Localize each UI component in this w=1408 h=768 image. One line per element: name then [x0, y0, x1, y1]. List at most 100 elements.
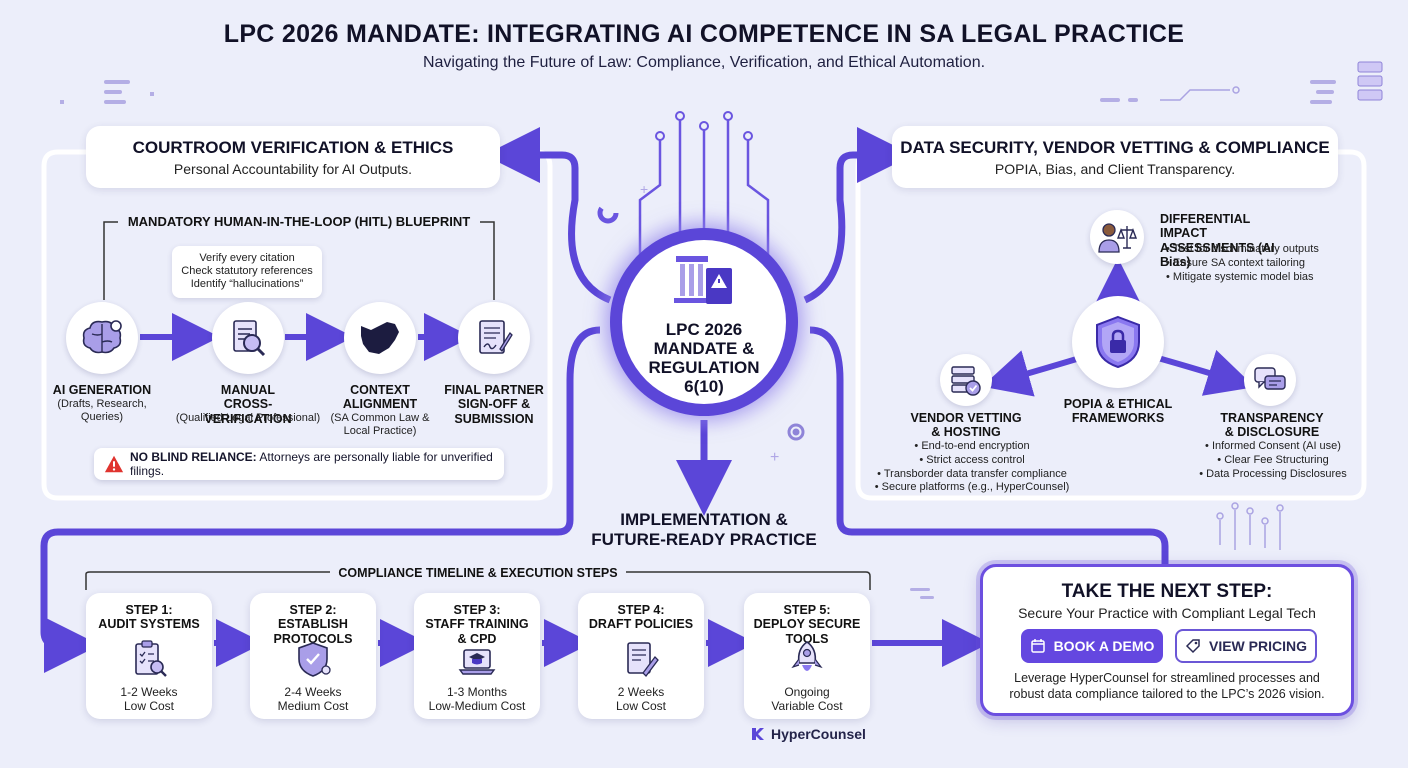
- transparency-bullets: • Informed Consent (AI use) • Clear Fee …: [1180, 440, 1366, 481]
- laptop-graduation-icon: [458, 649, 496, 675]
- impact-bullet: • Mitigate systemic model bias: [1166, 270, 1314, 283]
- brand-name: HyperCounsel: [771, 726, 866, 742]
- vendor-bullet: • Transborder data transfer compliance: [877, 467, 1067, 480]
- verification-callout: Verify every citation Check statutory re…: [172, 246, 322, 298]
- south-africa-map-icon: [344, 302, 416, 374]
- step-duration: Ongoing: [784, 685, 830, 699]
- step-duration: 2 Weeks: [617, 685, 665, 699]
- security-panel-title: DATA SECURITY, VENDOR VETTING & COMPLIAN…: [900, 138, 1330, 157]
- step-title: STEP 2: ESTABLISH PROTOCOLS: [273, 603, 353, 646]
- book-demo-button[interactable]: BOOK A DEMO: [1021, 629, 1163, 663]
- shield-lock-icon: [1072, 296, 1164, 388]
- impact-bullet: • Test for discriminatory outputs: [1166, 243, 1319, 255]
- stage-title: MANUAL CROSS-VERIFICATION: [204, 383, 292, 426]
- step-title: STEP 3: STAFF TRAINING & CPD: [425, 603, 529, 646]
- impact-bullet: • Ensure SA context tailoring: [1166, 256, 1305, 269]
- step-duration: 2-4 Weeks: [284, 685, 342, 699]
- callout-line: Verify every citation: [199, 252, 295, 264]
- chat-bubbles-icon: [1244, 354, 1296, 406]
- warning-text: Attorneys are personally liable for unve…: [130, 450, 493, 478]
- cta-body: Leverage HyperCounsel for streamlined pr…: [1009, 671, 1325, 701]
- warning-icon: [104, 455, 124, 473]
- popia-hub-label: POPIA & ETHICAL FRAMEWORKS: [1063, 397, 1173, 426]
- rocket-icon: [791, 641, 823, 671]
- step-duration: 1-3 Months: [446, 685, 508, 699]
- vendor-bullet: • Strict access control: [919, 453, 1025, 466]
- center-hub: LPC 2026 MANDATE & REGULATION 6(10): [622, 240, 786, 404]
- vendor-vetting-title: VENDOR VETTING & HOSTING: [910, 411, 1022, 440]
- document-magnifier-icon: [212, 302, 284, 374]
- vendor-bullets: • End-to-end encryption • Strict access …: [872, 440, 1072, 495]
- step-duration: 1-2 Weeks: [120, 685, 178, 699]
- step-title: STEP 4: DRAFT POLICIES: [588, 603, 694, 632]
- svg-text:+: +: [770, 449, 779, 466]
- page-subtitle: Navigating the Future of Law: Compliance…: [422, 54, 986, 71]
- timeline-label: COMPLIANCE TIMELINE & EXECUTION STEPS: [86, 564, 870, 582]
- server-check-icon: [940, 354, 992, 406]
- impact-title: DIFFERENTIAL IMPACT ASSESSMENTS (AI Bias…: [1160, 212, 1275, 270]
- no-blind-reliance-warning: NO BLIND RELIANCE: Attorneys are persona…: [94, 448, 504, 480]
- clipboard-check-icon: [135, 640, 167, 677]
- step-cost: Low Cost: [123, 699, 175, 714]
- stage-detail: (Qualified Legal Professional): [175, 412, 321, 424]
- stage-title: FINAL PARTNER SIGN-OFF & SUBMISSION: [444, 383, 544, 426]
- view-pricing-label: VIEW PRICING: [1208, 638, 1307, 654]
- step-title: STEP 1: AUDIT SYSTEMS: [98, 603, 200, 632]
- vendor-bullet: • Secure platforms (e.g., HyperCounsel): [874, 481, 1070, 494]
- step-cost: Low-Medium Cost: [428, 699, 526, 714]
- stage-detail: (SA Common Law & Local Practice): [330, 412, 430, 438]
- scales-person-icon: [1090, 210, 1144, 264]
- verification-panel-header: COURTROOM VERIFICATION & ETHICS Personal…: [86, 126, 500, 188]
- transparency-bullet: • Informed Consent (AI use): [1205, 440, 1341, 452]
- transparency-bullet: • Data Processing Disclosures: [1199, 467, 1347, 480]
- brain-gear-icon: [66, 302, 138, 374]
- callout-line: Check statutory references: [181, 265, 313, 278]
- calendar-icon: [1030, 639, 1045, 653]
- hitl-blueprint-label: MANDATORY HUMAN-IN-THE-LOOP (HITL) BLUEP…: [118, 213, 480, 231]
- document-pen-icon: [627, 642, 659, 677]
- signed-document-icon: [458, 302, 530, 374]
- verification-panel-title: COURTROOM VERIFICATION & ETHICS: [132, 138, 454, 157]
- vendor-bullet: • End-to-end encryption: [914, 440, 1030, 452]
- cta-subtitle: Secure Your Practice with Compliant Lega…: [1018, 605, 1316, 621]
- stage-title: AI GENERATION: [52, 383, 152, 397]
- impact-bullets: • Test for discriminatory outputs • Ensu…: [1166, 243, 1366, 284]
- step-cost: Medium Cost: [277, 699, 349, 714]
- view-pricing-button[interactable]: VIEW PRICING: [1175, 629, 1317, 663]
- security-panel-subtitle: POPIA, Bias, and Client Transparency.: [994, 161, 1236, 177]
- cta-title: TAKE THE NEXT STEP:: [1061, 581, 1273, 602]
- callout-line: Identify “hallucinations”: [190, 278, 304, 291]
- verification-panel-subtitle: Personal Accountability for AI Outputs.: [173, 161, 413, 177]
- shield-gear-icon: [298, 642, 331, 677]
- hypercounsel-logo-icon: [752, 728, 764, 740]
- pillar-book-icon: [674, 256, 732, 304]
- transparency-title: TRANSPARENCY & DISCLOSURE: [1220, 411, 1324, 440]
- hypercounsel-brand[interactable]: HyperCounsel: [750, 726, 866, 742]
- page-title: LPC 2026 MANDATE: INTEGRATING AI COMPETE…: [223, 20, 1185, 48]
- stage-detail: (Drafts, Research, Queries): [57, 398, 147, 424]
- svg-text:+: +: [640, 181, 648, 197]
- cta-box: TAKE THE NEXT STEP: Secure Your Practice…: [980, 564, 1354, 716]
- step-title: STEP 5: DEPLOY SECURE TOOLS: [753, 603, 861, 646]
- step-cost: Variable Cost: [771, 699, 843, 714]
- center-hub-label: LPC 2026 MANDATE & REGULATION 6(10): [648, 320, 760, 397]
- price-tag-icon: [1185, 639, 1200, 654]
- stage-title: CONTEXT ALIGNMENT: [342, 383, 418, 412]
- step-cost: Low Cost: [615, 699, 667, 714]
- book-demo-label: BOOK A DEMO: [1053, 638, 1155, 654]
- implementation-title: IMPLEMENTATION & FUTURE-READY PRACTICE: [591, 510, 817, 550]
- transparency-bullet: • Clear Fee Structuring: [1217, 453, 1329, 466]
- security-panel-header: DATA SECURITY, VENDOR VETTING & COMPLIAN…: [892, 126, 1338, 188]
- warning-bold: NO BLIND RELIANCE:: [130, 450, 257, 464]
